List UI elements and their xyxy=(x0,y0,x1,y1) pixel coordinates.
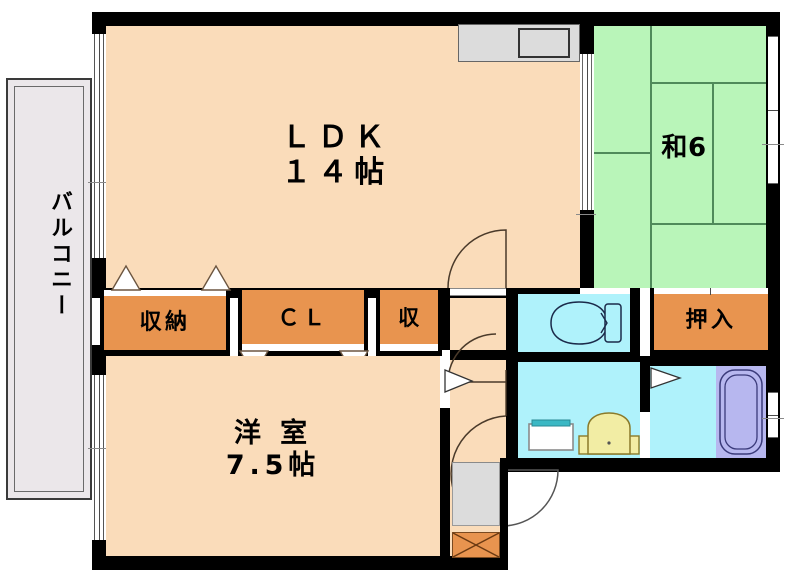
storage-cl-label: ＣＬ xyxy=(277,306,329,331)
storage-cl xyxy=(242,290,364,344)
exterior-wall-left-mid xyxy=(92,258,106,288)
genkan-step-line xyxy=(452,462,500,464)
wall-toilet-right xyxy=(630,288,640,358)
room-washitsu xyxy=(594,26,766,288)
storage-shu-door xyxy=(380,344,438,351)
entrance-door-swing xyxy=(501,469,559,527)
window-bathroom-centerline xyxy=(768,415,778,417)
storage-cl-door xyxy=(242,344,364,351)
storage-shu-label: 収 xyxy=(398,306,420,330)
window-tick-right-lower xyxy=(762,418,784,420)
wall-hallway-left-upper xyxy=(440,288,450,350)
oshiire-centerline xyxy=(710,288,712,295)
shoe-box-cross-icon xyxy=(452,532,500,558)
exterior-wall-bottom-right xyxy=(440,556,500,570)
tatami-line-v2 xyxy=(712,82,714,223)
kitchen-sink-basin xyxy=(518,28,570,58)
window-tick-partition xyxy=(576,214,596,216)
wall-hallway-mid xyxy=(450,350,506,360)
exterior-wall-left-bottom xyxy=(92,540,106,570)
fusuma-centerline xyxy=(586,54,588,210)
room-ldk xyxy=(106,26,580,288)
exterior-wall-top xyxy=(92,12,780,26)
yoshitsu-label: 洋 室 7.5帖 xyxy=(225,418,321,481)
washing-machine-pan-icon xyxy=(528,419,574,451)
wall-bathroom-top xyxy=(640,356,772,366)
bathroom-door-indicator xyxy=(650,367,682,389)
storage-oshiire-label: 押入 xyxy=(685,308,737,333)
toilet-icon xyxy=(550,301,622,345)
balcony-inner-line xyxy=(14,86,84,492)
partition-ldk-washitsu-bottom xyxy=(580,210,594,288)
wall-washroom-bottom xyxy=(506,458,650,472)
balcony-label: バルコニー xyxy=(47,190,72,320)
wall-toilet-left xyxy=(506,288,518,358)
window-tick-left-lower xyxy=(88,448,110,450)
window-washitsu-centerline xyxy=(768,110,778,112)
exterior-wall-left-top xyxy=(92,12,106,34)
exterior-wall-bottom-left xyxy=(92,556,452,570)
ldk-label: ＬＤＫ １４帖 xyxy=(281,120,391,191)
wall-washroom-left xyxy=(506,362,518,468)
window-tick-right-upper xyxy=(762,144,784,146)
window-tick-left-upper xyxy=(88,182,110,184)
partition-ldk-washitsu-top xyxy=(580,12,594,54)
wall-toilet-bottom xyxy=(506,352,640,362)
washitsu-label: 和6 xyxy=(661,133,707,163)
tatami-line-v1 xyxy=(650,26,652,288)
sliding-door-ldk-centerline xyxy=(98,34,100,258)
tatami-line-h3 xyxy=(594,152,650,154)
wall-genkan-right xyxy=(500,458,508,570)
wall-hallway-left-lower xyxy=(440,408,450,558)
storage-shuno xyxy=(104,296,226,350)
genkan-floor xyxy=(452,462,500,526)
storage-shuno-door xyxy=(104,290,226,296)
tatami-line-h1 xyxy=(650,82,766,84)
bathtub-icon xyxy=(719,369,763,455)
sliding-door-bedroom-centerline xyxy=(98,375,100,540)
tatami-line-h2 xyxy=(650,223,766,225)
storage-shuno-label: 収納 xyxy=(139,310,191,335)
hallway-door-leaf xyxy=(444,369,474,393)
room-yoshitsu xyxy=(106,356,440,556)
door-threshold-upper xyxy=(450,288,506,296)
vanity-sink-icon xyxy=(578,412,640,455)
storage-shu xyxy=(380,290,438,344)
wall-washroom-right xyxy=(640,362,650,412)
balcony-area xyxy=(6,78,92,500)
storage-oshiire xyxy=(654,294,768,350)
